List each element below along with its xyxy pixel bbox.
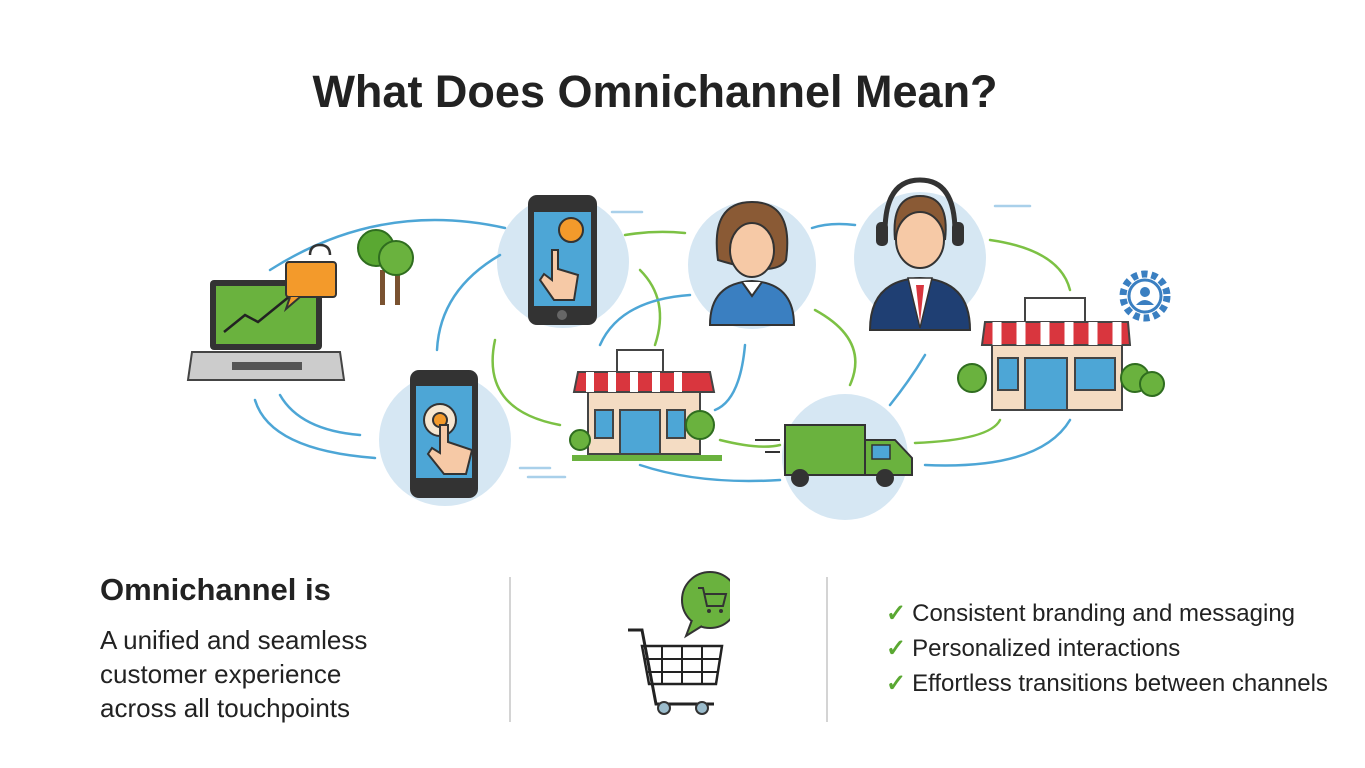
divider: [826, 577, 828, 722]
benefit-text: Consistent branding and messaging: [912, 600, 1296, 627]
benefit-item: ✓Personalized interactions: [886, 634, 1180, 663]
store-icon: [569, 349, 722, 461]
divider: [509, 577, 511, 722]
check-icon: ✓: [886, 670, 907, 697]
benefit-item: ✓Consistent branding and messaging: [886, 599, 1295, 628]
shopping-bag-icon: [283, 243, 337, 313]
store-icon-right: [957, 297, 1165, 411]
user-settings-gear-icon: [1119, 270, 1171, 322]
definition-line: across all touchpoints: [100, 693, 351, 723]
delivery-truck-icon: [755, 424, 913, 487]
customer-service-agent-icon: [708, 200, 796, 326]
smartphone-icon: [528, 195, 597, 325]
check-icon: ✓: [886, 600, 907, 627]
omnichannel-diagram: [186, 177, 1171, 520]
definition-heading: Omnichannel is: [100, 572, 331, 607]
check-icon: ✓: [886, 635, 907, 662]
headset-agent-icon: [868, 177, 972, 331]
flow-arrows: [253, 204, 1072, 483]
definition-line: customer experience: [100, 659, 342, 689]
shopping-cart-icon: [628, 571, 730, 715]
benefit-text: Effortless transitions between channels: [912, 670, 1328, 697]
page-title: What Does Omnichannel Mean?: [312, 66, 998, 117]
tree-icon: [357, 229, 414, 305]
smartphone-touch-icon: [410, 370, 478, 498]
benefit-item: ✓Effortless transitions between channels: [886, 669, 1328, 698]
definition-line: A unified and seamless: [100, 625, 368, 655]
benefit-text: Personalized interactions: [912, 635, 1181, 662]
